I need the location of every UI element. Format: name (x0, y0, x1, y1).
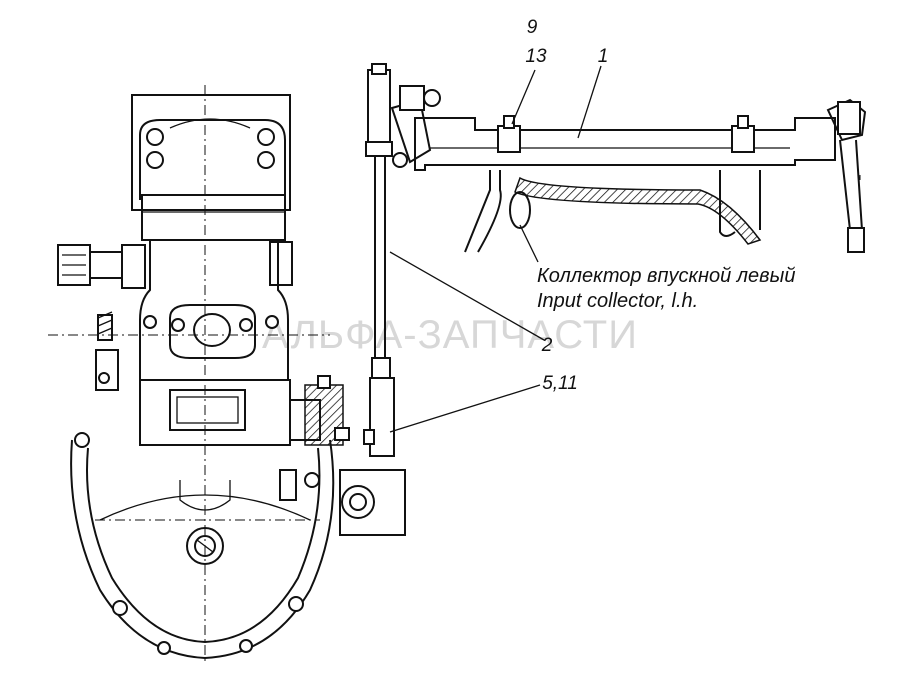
leader-1 (577, 65, 602, 139)
bracket-bar (414, 98, 867, 253)
callout-2: 2 (541, 335, 553, 356)
leader-9-13 (511, 69, 536, 125)
leader-collector (519, 224, 539, 263)
callout-9: 9 (527, 17, 538, 38)
leader-2 (389, 251, 545, 341)
caption-ru: Коллектор впускной левый (537, 265, 795, 287)
control-rod (363, 63, 395, 457)
callout-1: 1 (598, 46, 609, 67)
callout-13: 13 (525, 46, 547, 67)
pump-assembly (48, 85, 406, 665)
linkage-lever (390, 85, 441, 168)
leader-5-11 (389, 384, 541, 433)
caption-en: Input collector, l.h. (537, 290, 698, 312)
intake-collector (464, 170, 861, 253)
callout-5-11: 5,11 (542, 373, 578, 394)
leader-lines (389, 65, 602, 433)
watermark-text: АЛЬФА-ЗАПЧАСТИ (262, 313, 638, 357)
